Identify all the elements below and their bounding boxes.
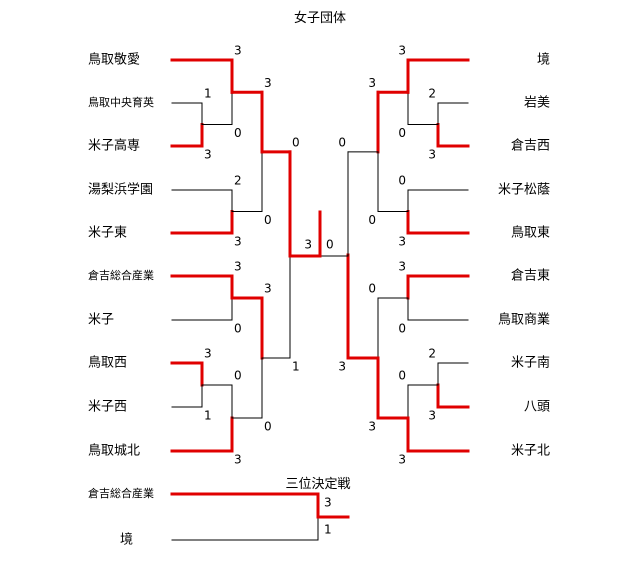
- score-label: 3: [398, 235, 406, 249]
- right-team-name: 米子松蔭: [498, 183, 550, 198]
- score-label: 0: [264, 213, 272, 227]
- score-label: 3: [234, 453, 242, 467]
- score-label: 0: [292, 135, 300, 149]
- score-label: 3: [368, 420, 376, 434]
- score-label: 0: [398, 126, 406, 140]
- right-team-name: 倉吉西: [511, 139, 550, 154]
- score-label: 1: [204, 409, 212, 423]
- left-team-name: 鳥取敬愛: [88, 52, 140, 68]
- score-label: 3: [204, 148, 212, 162]
- right-team-name: 米子北: [511, 444, 550, 459]
- left-team-name: 鳥取西: [88, 356, 127, 371]
- score-label: 3: [398, 260, 406, 274]
- final-score-right: 0: [326, 238, 334, 252]
- score-label: 2: [428, 87, 436, 101]
- score-label: 0: [398, 369, 406, 383]
- right-team-name: 境: [537, 53, 550, 68]
- score-label: 0: [398, 174, 406, 188]
- left-team-name: 米子東: [88, 225, 127, 241]
- right-team-name: 倉吉東: [511, 268, 550, 284]
- third-place-team-a: 倉吉総合産業: [88, 486, 154, 500]
- left-team-name: 米子高専: [88, 138, 140, 154]
- left-team-name: 鳥取城北: [88, 444, 140, 459]
- score-label: 3: [398, 44, 406, 58]
- score-label: 3: [428, 409, 436, 423]
- third-place-score-a: 3: [324, 496, 332, 510]
- third-place-score-b: 1: [324, 523, 332, 537]
- left-team-name: 米子西: [88, 400, 127, 415]
- score-label: 3: [398, 453, 406, 467]
- score-label: 3: [264, 76, 272, 90]
- score-label: 3: [264, 282, 272, 296]
- right-team-name: 鳥取商業: [498, 312, 550, 328]
- score-label: 3: [234, 235, 242, 249]
- left-team-name: 米子: [88, 313, 114, 328]
- bracket-lines: [170, 58, 470, 541]
- team-labels: 鳥取敬愛鳥取中央育英米子高専湯梨浜学園米子東倉吉総合産業米子鳥取西米子西鳥取城北…: [88, 52, 550, 548]
- score-label: 2: [234, 174, 242, 188]
- score-label: 0: [234, 126, 242, 140]
- third-place-title: 三位決定戦: [285, 477, 350, 492]
- score-label: 1: [292, 360, 300, 374]
- third-place-team-b: 境: [120, 533, 133, 548]
- score-label: 3: [428, 148, 436, 162]
- score-label: 0: [368, 213, 376, 227]
- score-label: 3: [234, 260, 242, 274]
- final-score-left: 3: [304, 238, 312, 252]
- bracket-title: 女子団体: [294, 10, 346, 26]
- score-label: 0: [234, 322, 242, 336]
- score-label: 0: [338, 135, 346, 149]
- score-label: 0: [264, 420, 272, 434]
- score-label: 3: [234, 44, 242, 58]
- score-label: 0: [368, 282, 376, 296]
- score-label: 3: [204, 347, 212, 361]
- score-label: 3: [338, 360, 346, 374]
- left-team-name: 倉吉総合産業: [88, 268, 154, 282]
- score-label: 0: [234, 369, 242, 383]
- left-team-name: 湯梨浜学園: [88, 182, 153, 198]
- right-team-name: 米子南: [511, 355, 550, 371]
- right-team-name: 岩美: [524, 96, 550, 111]
- right-team-name: 八頭: [524, 400, 550, 415]
- left-team-name: 鳥取中央育英: [88, 95, 154, 109]
- score-label: 2: [428, 347, 436, 361]
- score-label: 3: [368, 76, 376, 90]
- score-label: 1: [204, 87, 212, 101]
- right-team-name: 鳥取東: [511, 225, 550, 241]
- score-label: 0: [398, 322, 406, 336]
